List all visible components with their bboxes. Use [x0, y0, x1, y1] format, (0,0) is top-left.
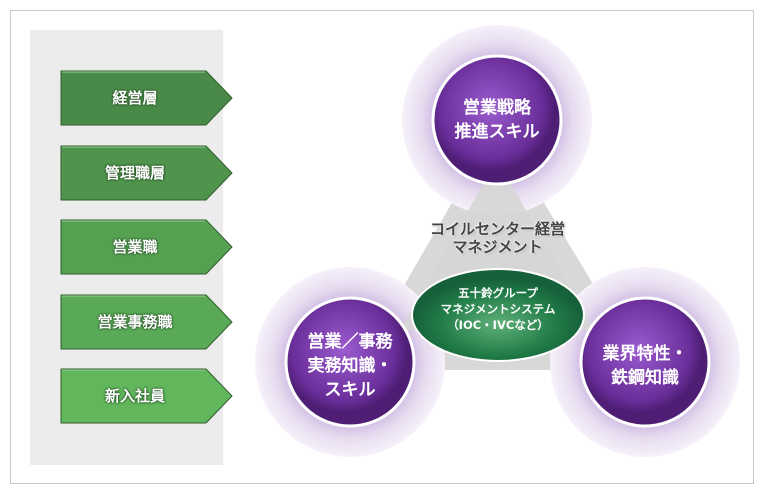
level-label: 管理職層: [104, 163, 165, 182]
right-circle-label: 業界特性・鉄鋼知識: [602, 344, 688, 388]
level-label: 営業事務職: [97, 312, 173, 331]
top-circle-label: 営業戦略推進スキル: [454, 98, 540, 142]
left-circle: [284, 296, 416, 428]
level-label: 新入社員: [104, 387, 165, 405]
ellipse-label: 五十鈴グループマネジメントシステム（IOC・IVCなど）: [440, 286, 556, 332]
top-circle: [431, 54, 563, 186]
level-label: 営業職: [112, 238, 158, 256]
outer-frame: [10, 10, 754, 484]
level-arrow: 経営層: [60, 70, 234, 126]
center-label: コイルセンター経営マネジメント: [429, 220, 565, 256]
level-arrow: 管理職層: [60, 145, 234, 201]
left-circle-label: 営業／事務実務知識・スキル: [307, 332, 393, 400]
level-arrow: 営業事務職: [60, 294, 234, 350]
right-circle: [579, 296, 711, 428]
level-arrow: 新入社員: [60, 368, 234, 424]
level-label: 経営層: [112, 89, 158, 107]
management-system-ellipse: [411, 268, 585, 362]
level-arrow: 営業職: [60, 219, 234, 275]
